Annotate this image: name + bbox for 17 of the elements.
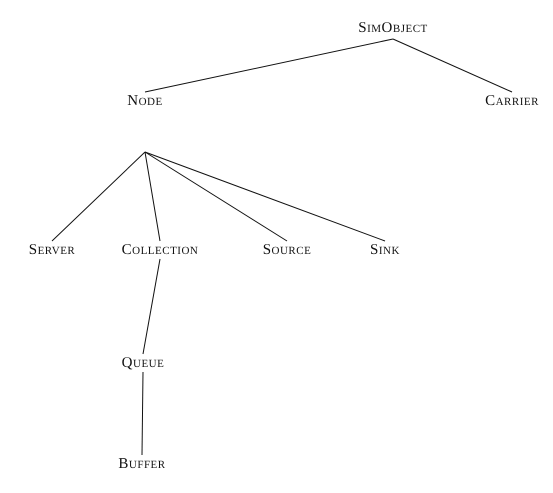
inheritance-line [142, 372, 144, 456]
class-name: Node [127, 92, 163, 152]
inheritance-line [52, 152, 146, 242]
inheritance-line [144, 152, 386, 242]
inheritance-line [142, 258, 160, 354]
class-name: Collection [122, 241, 198, 259]
class-name: Server [28, 241, 76, 259]
inheritance-line [144, 38, 394, 92]
class-name: Source [262, 241, 312, 259]
inheritance-line [392, 38, 512, 92]
class-name: Carrier [485, 92, 539, 110]
class-name: Queue [122, 354, 164, 372]
class-name: SimObject [358, 19, 428, 39]
class-name: Buffer [118, 455, 166, 473]
inheritance-line [144, 152, 288, 242]
class-name: Sink [370, 241, 400, 259]
inheritance-line [144, 152, 160, 242]
